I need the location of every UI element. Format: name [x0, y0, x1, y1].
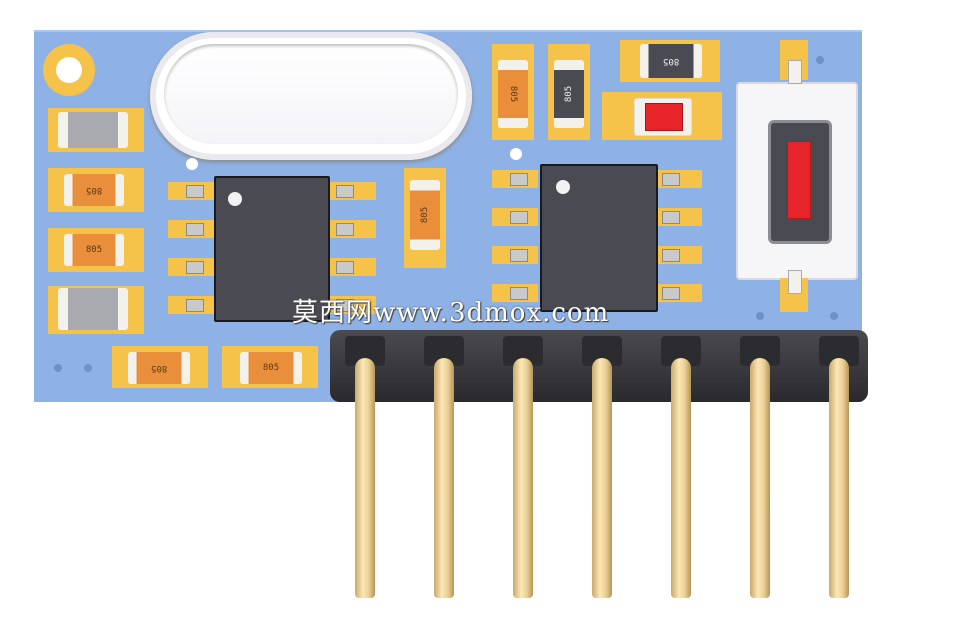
ic-lead: [186, 223, 204, 236]
ic-lead: [510, 249, 528, 262]
pin1-marker: [228, 192, 242, 206]
ic-lead: [186, 299, 204, 312]
ic-lead: [336, 299, 354, 312]
via: [186, 158, 198, 170]
resistor: 805: [64, 174, 124, 206]
capacitor: 805: [554, 60, 584, 128]
switch-lead: [788, 270, 802, 294]
header-pin: [434, 358, 454, 598]
resistor: 805: [240, 352, 302, 384]
mounting-hole: [43, 44, 95, 96]
header-pin: [355, 358, 375, 598]
via: [816, 56, 824, 64]
resistor-label: 805: [85, 245, 103, 255]
ic-lead: [336, 261, 354, 274]
ic-lead: [662, 173, 680, 186]
ic-lead: [662, 287, 680, 300]
ic-lead: [186, 261, 204, 274]
ic-chip: [540, 164, 658, 312]
ic-lead: [662, 249, 680, 262]
pin1-marker: [556, 180, 570, 194]
resistor: 805: [128, 352, 190, 384]
via: [510, 148, 522, 160]
header-pin: [513, 358, 533, 598]
watermark: 莫西网www.3dmox.com: [292, 298, 610, 328]
resistor-label: 805: [507, 85, 518, 103]
capacitor: 805: [640, 44, 702, 78]
header-pin: [829, 358, 849, 598]
ic-lead: [336, 185, 354, 198]
header-pin: [750, 358, 770, 598]
via: [84, 364, 92, 372]
ic-lead: [662, 211, 680, 224]
ic-lead: [336, 223, 354, 236]
capacitor-label: 805: [563, 85, 574, 103]
header-pin: [592, 358, 612, 598]
ic-lead: [510, 173, 528, 186]
ic-lead: [510, 287, 528, 300]
ic-lead: [186, 185, 204, 198]
resistor-label: 805: [85, 185, 103, 195]
crystal-oscillator: [150, 32, 472, 160]
ic-chip: [214, 176, 330, 322]
capacitor: [58, 288, 128, 330]
resistor-label: 805: [150, 363, 168, 373]
resistor: 805: [64, 234, 124, 266]
via: [54, 364, 62, 372]
resistor-label: 805: [419, 206, 430, 224]
ic-lead: [510, 211, 528, 224]
capacitor: [58, 112, 128, 148]
resistor-label: 805: [262, 363, 280, 373]
led: [634, 98, 692, 136]
resistor: 805: [498, 60, 528, 128]
header-pin: [671, 358, 691, 598]
switch-lead: [788, 60, 802, 84]
tact-switch: [736, 82, 858, 280]
resistor: 805: [410, 180, 440, 250]
via: [756, 312, 764, 320]
via: [830, 312, 838, 320]
capacitor-label: 805: [662, 56, 680, 66]
